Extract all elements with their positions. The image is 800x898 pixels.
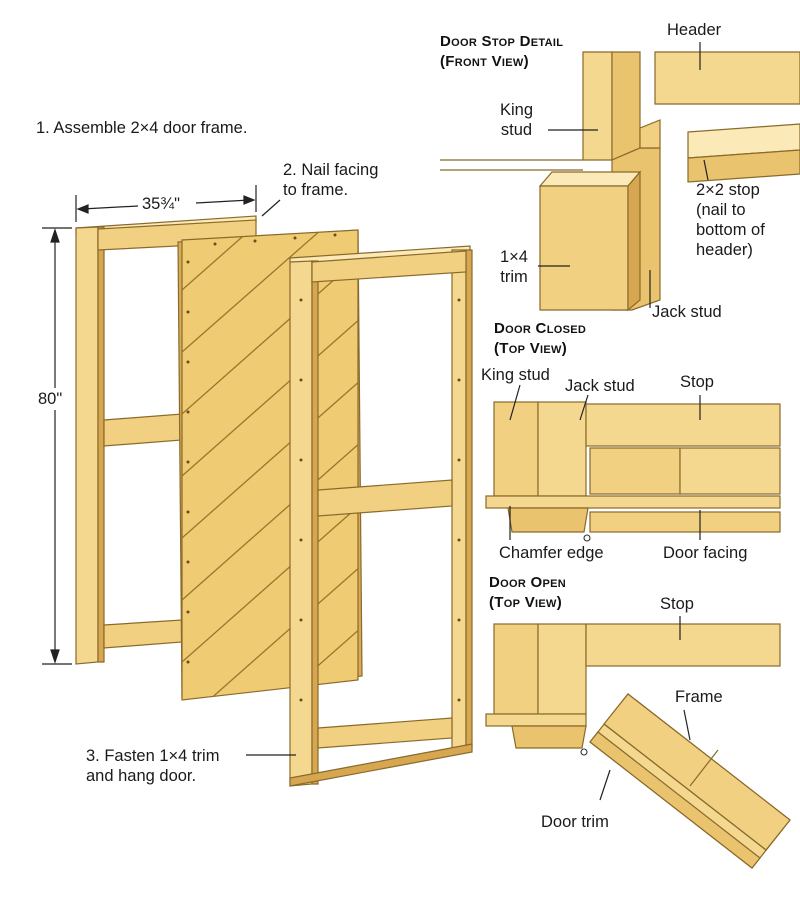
leader-lines bbox=[246, 42, 709, 801]
stop-2x2-label: 2×2 stop (nail to bottom of header) bbox=[696, 181, 765, 259]
king-stud-label-closed: King stud bbox=[481, 366, 550, 384]
step-3-label: 3. Fasten 1×4 trim and hang door. bbox=[86, 747, 220, 785]
door-facing-panel bbox=[177, 229, 363, 701]
step-1-label: 1. Assemble 2×4 door frame. bbox=[36, 119, 248, 137]
frame-label: Frame bbox=[675, 688, 723, 706]
door-closed-top-view bbox=[485, 401, 781, 533]
door-frame-2x4 bbox=[75, 215, 257, 665]
stop-label-open: Stop bbox=[660, 595, 694, 613]
door-stop-front-view bbox=[440, 51, 800, 312]
height-dimension-label: 80" bbox=[38, 390, 63, 408]
stop-label-closed: Stop bbox=[680, 373, 714, 391]
door-facing-label: Door facing bbox=[663, 544, 748, 562]
height-dimension-line bbox=[42, 227, 72, 665]
width-dimension-label: 35¾" bbox=[142, 195, 180, 213]
width-dimension-line bbox=[75, 185, 257, 222]
trim-1x4-label: 1×4 trim bbox=[500, 248, 528, 286]
door-trim-frame bbox=[289, 245, 473, 787]
step-2-label: 2. Nail facing to frame. bbox=[283, 161, 379, 199]
door-open-top-view bbox=[485, 623, 791, 869]
jack-stud-label-closed: Jack stud bbox=[565, 377, 635, 395]
king-stud-label-front: King stud bbox=[500, 101, 534, 139]
door-open-title: Door Open (Top View) bbox=[489, 574, 567, 611]
door-trim-label: Door trim bbox=[541, 813, 609, 831]
jack-stud-label-front: Jack stud bbox=[652, 303, 722, 321]
chamfer-edge-label: Chamfer edge bbox=[499, 544, 604, 562]
front-view-title: Door Stop Detail (Front View) bbox=[440, 33, 564, 70]
header-label: Header bbox=[667, 21, 722, 39]
door-closed-title: Door Closed (Top View) bbox=[494, 320, 587, 357]
